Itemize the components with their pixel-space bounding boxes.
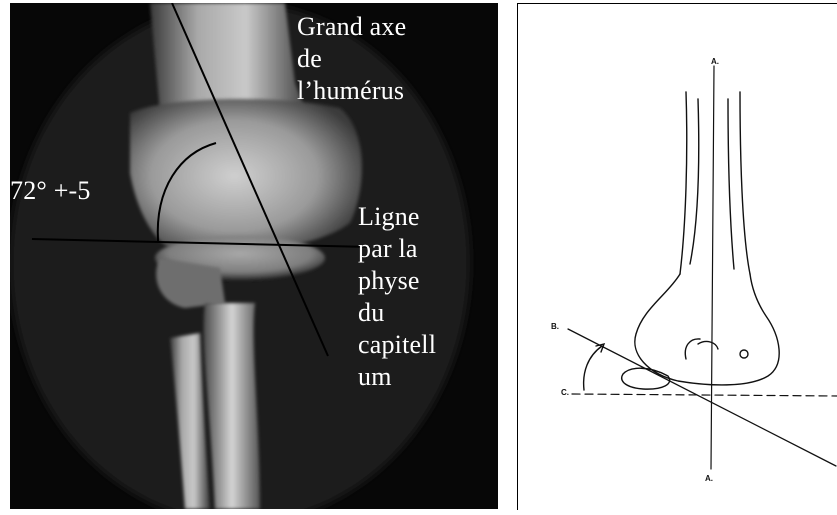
angle-arc bbox=[584, 346, 602, 390]
capitellum-line-label: Ligne par la physe du capitell um bbox=[358, 201, 436, 393]
schematic-drawing-panel: A. B. C. A. bbox=[517, 3, 837, 510]
schematic-drawing bbox=[518, 4, 837, 510]
label-a-bottom: A. bbox=[705, 474, 713, 483]
label-c: C. bbox=[561, 388, 569, 397]
radiograph-panel: Grand axe de l’humérus 72° +-5 Ligne par… bbox=[10, 3, 498, 509]
humerus-outline-left bbox=[680, 92, 687, 274]
distal-humerus-outline bbox=[635, 274, 779, 385]
capitellum-ossification-center bbox=[622, 368, 670, 389]
label-a-top: A. bbox=[711, 57, 719, 66]
distal-humerus bbox=[130, 99, 362, 253]
angle-label: 72° +-5 bbox=[10, 175, 91, 207]
humerus-axis-label: Grand axe de l’humérus bbox=[297, 11, 406, 107]
line-c bbox=[572, 394, 837, 396]
line-b bbox=[568, 329, 836, 466]
axis-a-line bbox=[711, 66, 714, 469]
label-b: B. bbox=[551, 322, 559, 331]
